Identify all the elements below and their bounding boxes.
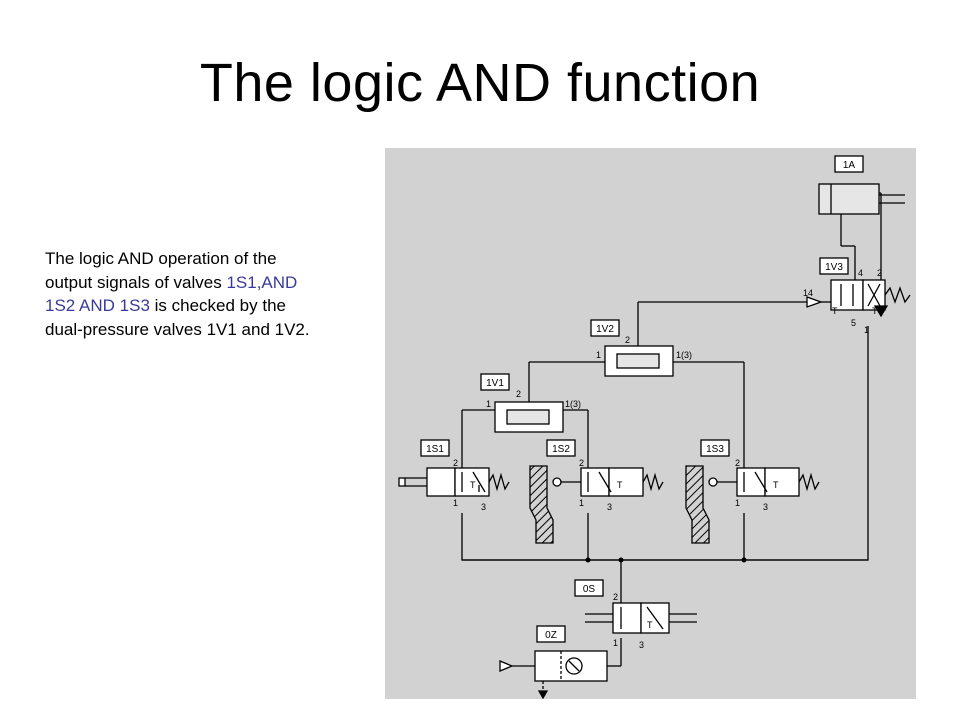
label-1s2: 1S2 — [552, 444, 570, 455]
and-valve-1v2 — [590, 319, 674, 377]
valve-1v3 — [806, 257, 911, 318]
pneumatic-circuit-diagram: 1A 1V3 14 4 2 5 1 T T 1V2 1 2 1(3) 1V1 1… — [385, 148, 916, 699]
body-text-part-1: The logic AND operation of the output si… — [45, 249, 277, 292]
port-2-1s3: 2 — [735, 458, 740, 468]
connection-lines — [461, 192, 882, 667]
port-3-1s2: 3 — [607, 502, 612, 512]
label-1s1: 1S1 — [426, 444, 444, 455]
port-3-1s1: 3 — [481, 502, 486, 512]
body-text-part-2: is checked by the dual-pressure valves 1… — [45, 296, 310, 339]
label-0s: 0S — [583, 584, 596, 595]
signal-valve-1s1 — [398, 439, 510, 497]
body-text: The logic AND operation of the output si… — [45, 247, 317, 341]
port-1-1s1: 1 — [453, 498, 458, 508]
port-t-1s3: T — [773, 480, 779, 490]
and-valve-1v1 — [480, 373, 564, 433]
port-t-1s2: T — [617, 480, 623, 490]
label-1v2: 1V2 — [596, 324, 614, 335]
label-1s3: 1S3 — [706, 444, 724, 455]
port-2-0s: 2 — [613, 592, 618, 602]
port-2-1s2: 2 — [579, 458, 584, 468]
body-text-highlight: 1S1,AND 1S2 AND 1S3 — [45, 272, 298, 316]
signal-valve-1s3 — [685, 439, 820, 544]
label-1v3: 1V3 — [825, 262, 843, 273]
slide-title: The logic AND function — [199, 53, 761, 113]
port-2-1s1: 2 — [453, 458, 458, 468]
port-14: 14 — [803, 288, 813, 298]
port-1-0s: 1 — [613, 638, 618, 648]
port-2-1v1: 2 — [516, 389, 521, 399]
junction-dots — [585, 557, 747, 563]
port-13-1v1: 1(3) — [565, 399, 581, 409]
port-4: 4 — [858, 268, 863, 278]
label-1v1: 1V1 — [486, 378, 504, 389]
port-1-1s2: 1 — [579, 498, 584, 508]
circuit-svg: 1A 1V3 14 4 2 5 1 T T 1V2 1 2 1(3) 1V1 1… — [398, 155, 911, 699]
port-13-1v2: 1(3) — [676, 350, 692, 360]
cylinder-1a — [818, 155, 905, 215]
port-2-1v3: 2 — [877, 268, 882, 278]
signal-valve-1s2 — [529, 439, 664, 544]
port-1-1v3: 1 — [864, 325, 869, 335]
port-t-1v3-a: T — [832, 306, 838, 316]
start-valve-0s — [574, 579, 697, 634]
port-1-1v2: 1 — [596, 350, 601, 360]
port-1-1v1: 1 — [486, 399, 491, 409]
port-t-0s: T — [647, 620, 653, 630]
port-2-1v2: 2 — [625, 335, 630, 345]
label-1a: 1A — [843, 160, 856, 171]
port-3-1s3: 3 — [763, 502, 768, 512]
port-t-1s1: T — [470, 480, 476, 490]
port-5: 5 — [851, 318, 856, 328]
port-1-1s3: 1 — [735, 498, 740, 508]
label-0z: 0Z — [545, 630, 557, 641]
port-3-0s: 3 — [639, 640, 644, 650]
port-t-1v3-b: T — [872, 306, 878, 316]
service-unit-0z — [499, 625, 608, 699]
